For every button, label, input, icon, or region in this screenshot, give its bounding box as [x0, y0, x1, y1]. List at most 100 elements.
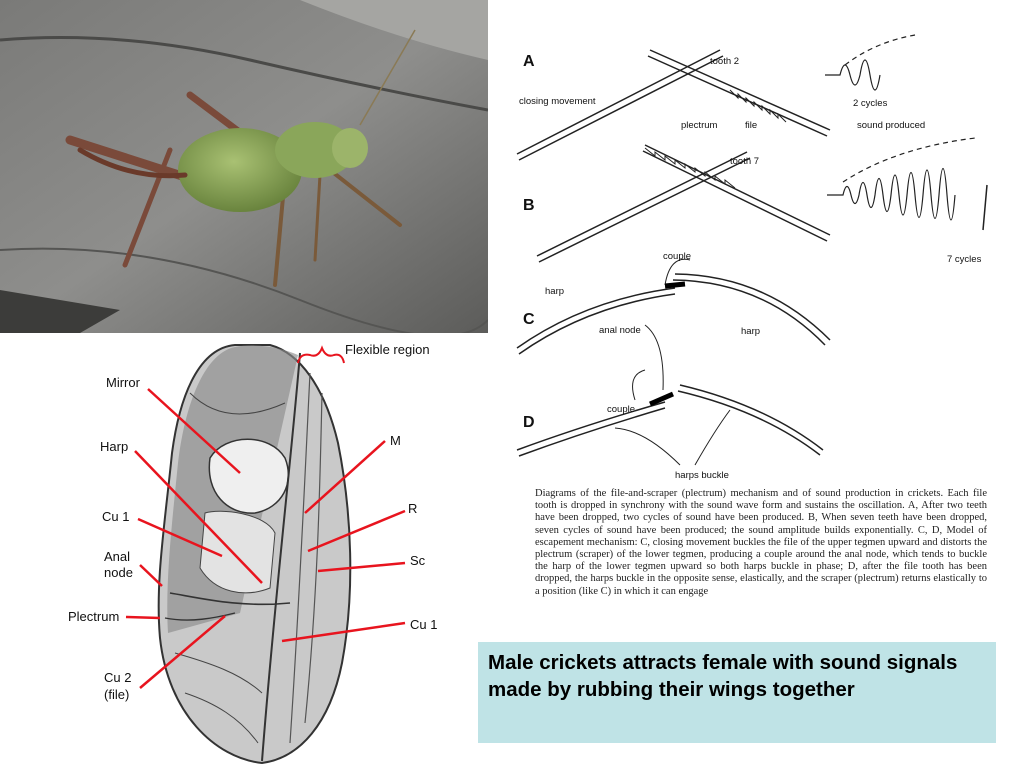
wing-vein [169, 592, 291, 606]
panel-c-couple-arrow [664, 258, 691, 286]
panel-a-lower-wing [649, 49, 831, 131]
rock-crack [0, 247, 488, 333]
leader-plectrum [125, 615, 161, 620]
panel-b-upper-wing [536, 151, 748, 257]
flexible-region-bracket [297, 345, 345, 364]
panel-c-left-wing [516, 287, 676, 349]
panel-d-plectrum [649, 391, 674, 407]
label-harp-c-left: harp [545, 286, 564, 297]
label-cu1-left: Cu 1 [102, 509, 129, 524]
leader-sc [317, 561, 406, 573]
file-scraper-mechanism-diagram: A B C D closing movement tooth 2 plectru… [516, 34, 988, 481]
cricket-ovipositor [77, 147, 188, 179]
panel-d-couple-arrow [632, 369, 646, 401]
panel-c-left-wing-edge [518, 293, 676, 355]
rock-highlight [300, 0, 488, 60]
panel-d-right-wing-edge [677, 390, 821, 456]
label-mirror: Mirror [106, 375, 141, 390]
summary-callout: Male crickets attracts female with sound… [478, 642, 996, 743]
wing-vein [289, 372, 311, 744]
leader-r [307, 509, 406, 553]
label-cu2-2: (file) [104, 687, 129, 702]
cricket-thorax [275, 122, 355, 178]
label-panel-a: A [523, 53, 535, 70]
panel-c-right-wing [674, 273, 831, 341]
panel-d-left-wing [516, 401, 666, 451]
panel-b-lower-wing [644, 144, 831, 236]
label-tooth-7: tooth 7 [730, 156, 759, 167]
label-sc: Sc [410, 553, 426, 568]
cricket-hind-leg [122, 147, 173, 268]
label-panel-d: D [523, 414, 535, 431]
label-plectrum: plectrum [681, 120, 718, 131]
label-couple-c: couple [663, 251, 691, 262]
cricket-antenna [359, 29, 416, 126]
label-anal-node: anal node [599, 325, 641, 336]
label-cu2-1: Cu 2 [104, 670, 131, 685]
leader-cu1-left [137, 517, 223, 558]
wing-vein [304, 392, 323, 724]
wing-vein [261, 352, 301, 762]
wing-vein [184, 692, 259, 744]
panel-d-left-wing-edge [518, 407, 666, 457]
label-m: M [390, 433, 401, 448]
cricket-leg [313, 173, 322, 262]
figure-caption: Diagrams of the file-and-scraper (plectr… [535, 488, 987, 597]
cricket-leg [328, 168, 402, 227]
label-flexible-region: Flexible region [345, 342, 430, 357]
label-anal-node-1: Anal [104, 549, 130, 564]
label-anal-node-2: node [104, 565, 133, 580]
leader-cu2 [139, 615, 226, 689]
label-cu1-right: Cu 1 [410, 617, 437, 632]
cricket-abdomen [178, 128, 302, 212]
panel-d-right-wing [679, 384, 824, 451]
label-couple-d: couple [607, 404, 635, 415]
wing-vein [174, 652, 263, 694]
panel-b-file-teeth [644, 147, 736, 189]
panel-b-envelope [842, 137, 976, 183]
cricket-head [332, 128, 368, 168]
panel-a-upper-wing-edge [518, 55, 724, 161]
panel-d-buckle-arrow [694, 409, 731, 466]
harp-area [199, 510, 276, 594]
wing-vein [189, 392, 286, 415]
label-harp-c-right: harp [741, 326, 760, 337]
label-file: file [745, 120, 757, 131]
panel-b-wave [827, 168, 956, 221]
panel-b-arrow [982, 184, 988, 231]
label-closing-movement: closing movement [519, 96, 596, 107]
cricket-photo [0, 0, 488, 333]
panel-d-buckle-arrow [614, 427, 681, 466]
leader-harp [134, 450, 263, 584]
label-r: R [408, 501, 417, 516]
wing-vein [164, 612, 236, 621]
panel-a-upper-wing [516, 49, 721, 155]
rock-crack [0, 36, 488, 112]
label-panel-b: B [523, 197, 535, 214]
label-panel-c: C [523, 311, 535, 328]
leader-cu1-right [281, 621, 406, 643]
panel-a-file-teeth [729, 89, 787, 123]
label-sound-produced: sound produced [857, 120, 925, 131]
cricket [65, 29, 416, 287]
panel-c-plectrum [664, 281, 686, 289]
panel-b-lower-wing-edge [642, 150, 828, 242]
wing-diagram: Flexible region Mirror Harp Cu 1 Anal no… [68, 342, 437, 765]
panel-b-upper-wing-edge [538, 157, 751, 263]
panel-c-anal-node-arrow [644, 324, 664, 391]
panel-c-right-wing-edge [672, 279, 826, 346]
label-2-cycles: 2 cycles [853, 98, 888, 109]
label-harps-buckle: harps buckle [675, 470, 729, 481]
leader-anal-node [139, 564, 163, 587]
panel-a-envelope [844, 34, 916, 66]
panel-a-wave [825, 59, 881, 91]
mirror-cell [208, 438, 290, 514]
label-tooth-2: tooth 2 [710, 56, 739, 67]
label-plectrum: Plectrum [68, 609, 119, 624]
leader-mirror [147, 388, 241, 474]
rock-shadow [0, 290, 120, 333]
label-harp: Harp [100, 439, 128, 454]
tegmen-wing [157, 344, 352, 765]
leader-m [304, 440, 386, 514]
label-7-cycles: 7 cycles [947, 254, 982, 265]
